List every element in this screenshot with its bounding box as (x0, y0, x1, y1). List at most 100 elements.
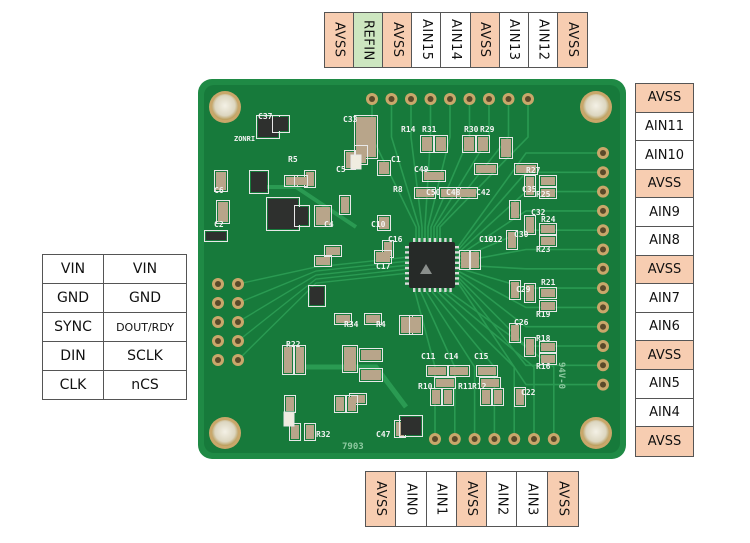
ic-pin (444, 288, 447, 292)
pin-label-ain9: AIN9 (636, 198, 693, 228)
smd-passive (494, 390, 502, 404)
refdes-label: C33 (343, 115, 358, 124)
pin-label-text: AIN15 (418, 19, 434, 61)
refdes-label: C16 (388, 235, 403, 244)
smd-passive-outline (294, 345, 306, 375)
pcb-trace (457, 273, 603, 328)
ic-pin (455, 256, 459, 259)
ic-pin (418, 238, 421, 242)
smd-passive-outline (476, 135, 490, 153)
pcb-trace (457, 270, 603, 309)
smd-passive-outline (539, 223, 557, 235)
bottom-header-pad-hole (451, 436, 458, 442)
top-header-pads (366, 93, 534, 105)
pin-label-avss: AVSS (636, 169, 693, 199)
smd-ic (296, 207, 308, 225)
smd-passive-outline (414, 187, 436, 199)
smd-passive (428, 367, 446, 375)
pin-label-ain5: AIN5 (636, 370, 693, 399)
smd-passive (516, 389, 524, 405)
right-header-pad-hole (600, 362, 606, 369)
refdes-label: C50 (426, 188, 441, 197)
header-row: GND GND (42, 283, 187, 313)
refdes-label: R16 (536, 362, 551, 371)
mounting-hole-screw (212, 420, 238, 446)
smd-passive-outline (462, 135, 476, 153)
smd-passive-outline (539, 235, 557, 247)
refdes-label: R31 (422, 125, 437, 134)
right-header-pad-hole (600, 343, 606, 349)
refdes-label: C32 (531, 208, 546, 217)
pcb-trace (237, 268, 410, 342)
smd-passive-outline (342, 345, 358, 373)
smd-passive (296, 177, 306, 185)
pin-label-text: AIN0 (403, 482, 419, 516)
smd-passive-outline (359, 348, 383, 362)
smd-passive (291, 425, 299, 439)
smd-passive (218, 202, 228, 222)
refdes-label: R24 (541, 215, 556, 224)
smd-passive (526, 285, 534, 301)
refdes-label: C5 (336, 165, 346, 174)
top-header-pad-hole (447, 96, 453, 102)
bottom-header-pad-hole (531, 436, 537, 442)
pin-label-text: AIN2 (494, 482, 510, 516)
smd-passive-outline (509, 323, 521, 343)
refdes-label: R29 (480, 125, 495, 134)
smd-passive-outline (509, 280, 521, 300)
smd-ic-outline (308, 285, 326, 307)
smd-passive-outline (492, 388, 504, 406)
smd-passive-outline (539, 187, 557, 199)
refdes-label: C26 (514, 318, 529, 327)
smd-passive (416, 189, 434, 197)
smd-passive (481, 379, 499, 387)
ic-pin (428, 288, 431, 292)
ic-pin (455, 246, 459, 249)
bottom-header-pad-hole (471, 436, 478, 442)
smd-passive-outline (539, 175, 557, 187)
pin-label-ain10: AIN10 (636, 141, 693, 170)
smd-passive (511, 325, 519, 341)
pin-label-text: AIN3 (524, 482, 540, 516)
refdes-label: C4 (324, 220, 334, 229)
pcb-trace (457, 152, 603, 248)
smd-passive (541, 289, 555, 297)
pin-label-avss: AVSS (470, 13, 500, 67)
smd-ic-outline (204, 230, 228, 242)
smd-passive (508, 232, 516, 248)
pin-label-text: AIN8 (649, 233, 680, 249)
mounting-hole-screw (583, 420, 609, 446)
refdes-label: R11 (458, 382, 473, 391)
smd-passive (541, 225, 555, 233)
ic-pin (449, 238, 452, 242)
left-header-pad-hole (215, 338, 221, 344)
refdes-label: R8 (393, 185, 403, 194)
top-header-pad-hole (388, 96, 395, 102)
led (350, 154, 362, 170)
left-header-pad-hole (235, 281, 241, 287)
smd-passive (476, 165, 496, 173)
smd-passive (411, 317, 421, 333)
smd-passive (511, 202, 519, 218)
top-header-pad-hole (466, 96, 473, 102)
pin-label-text: AVSS (564, 22, 580, 58)
refdes-label: R30 (464, 125, 479, 134)
smd-passive-outline (539, 287, 557, 299)
header-pin: DOUT/RDY (103, 312, 187, 342)
bottom-header-pad-hole (432, 436, 438, 442)
refdes-label: R21 (541, 278, 556, 287)
ic-pin (439, 238, 442, 242)
smd-passive (296, 347, 304, 373)
refdes-label: R14 (401, 125, 416, 134)
smd-passive (284, 347, 292, 373)
smd-passive (336, 397, 344, 411)
smd-passive-outline (506, 230, 518, 250)
ic-pin (405, 256, 409, 259)
pcb-trace (457, 210, 603, 257)
smd-passive (436, 137, 446, 151)
pin-label-avss: AVSS (383, 13, 413, 67)
left-header-pad-hole (215, 281, 221, 287)
right-header-pad-hole (600, 381, 606, 388)
smd-passive (286, 177, 296, 185)
refdes-label: C12 (488, 235, 503, 244)
